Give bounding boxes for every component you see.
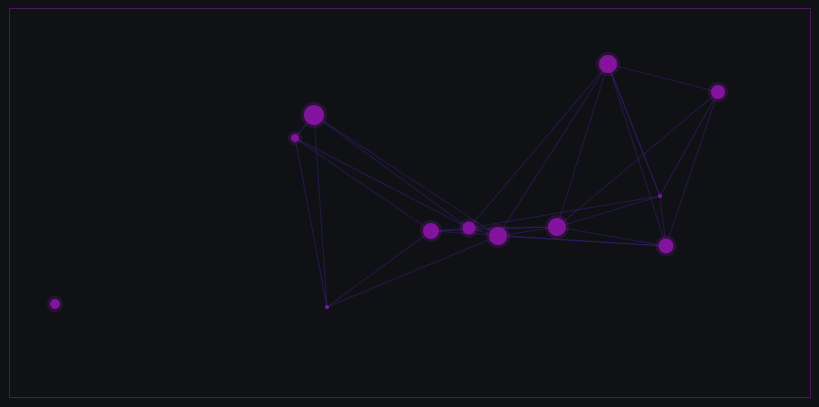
graph-edge: [659, 91, 719, 197]
graph-edge: [497, 63, 609, 237]
graph-node[interactable]: [599, 55, 617, 73]
graph-edge: [294, 137, 470, 229]
graph-edge: [607, 63, 661, 197]
graph-edge: [326, 235, 499, 308]
graph-edge: [556, 195, 661, 228]
graph-edge: [659, 195, 667, 247]
graph-node[interactable]: [50, 299, 60, 309]
graph-edge: [556, 63, 609, 228]
graph-edge: [313, 114, 499, 237]
graph-edge: [556, 91, 719, 228]
graph-node[interactable]: [548, 218, 566, 236]
graph-edge: [294, 137, 432, 232]
graph-edge: [497, 235, 667, 247]
graph-node[interactable]: [711, 85, 725, 99]
graph-edge: [468, 63, 609, 229]
graph-frame: [9, 8, 811, 398]
graph-node[interactable]: [462, 221, 476, 235]
graph-edge: [607, 63, 719, 93]
graph-node[interactable]: [325, 305, 329, 309]
graph-edge: [468, 195, 661, 229]
graph-node[interactable]: [658, 194, 662, 198]
graph-edge: [607, 63, 667, 247]
graph-edge: [556, 226, 667, 247]
graph-edge: [497, 226, 558, 237]
graph-node[interactable]: [291, 134, 299, 142]
graph-edges: [294, 63, 719, 308]
graph-edge: [468, 226, 558, 229]
graph-node[interactable]: [304, 105, 324, 125]
graph-edge: [313, 114, 328, 308]
graph-edge: [294, 137, 328, 308]
graph-node[interactable]: [423, 223, 439, 239]
graph-edge: [326, 230, 432, 308]
graph-node[interactable]: [658, 238, 674, 254]
graph-node[interactable]: [489, 227, 507, 245]
graph-edge: [313, 114, 470, 229]
graph-edge: [665, 91, 719, 247]
graph-nodes: [47, 52, 728, 312]
